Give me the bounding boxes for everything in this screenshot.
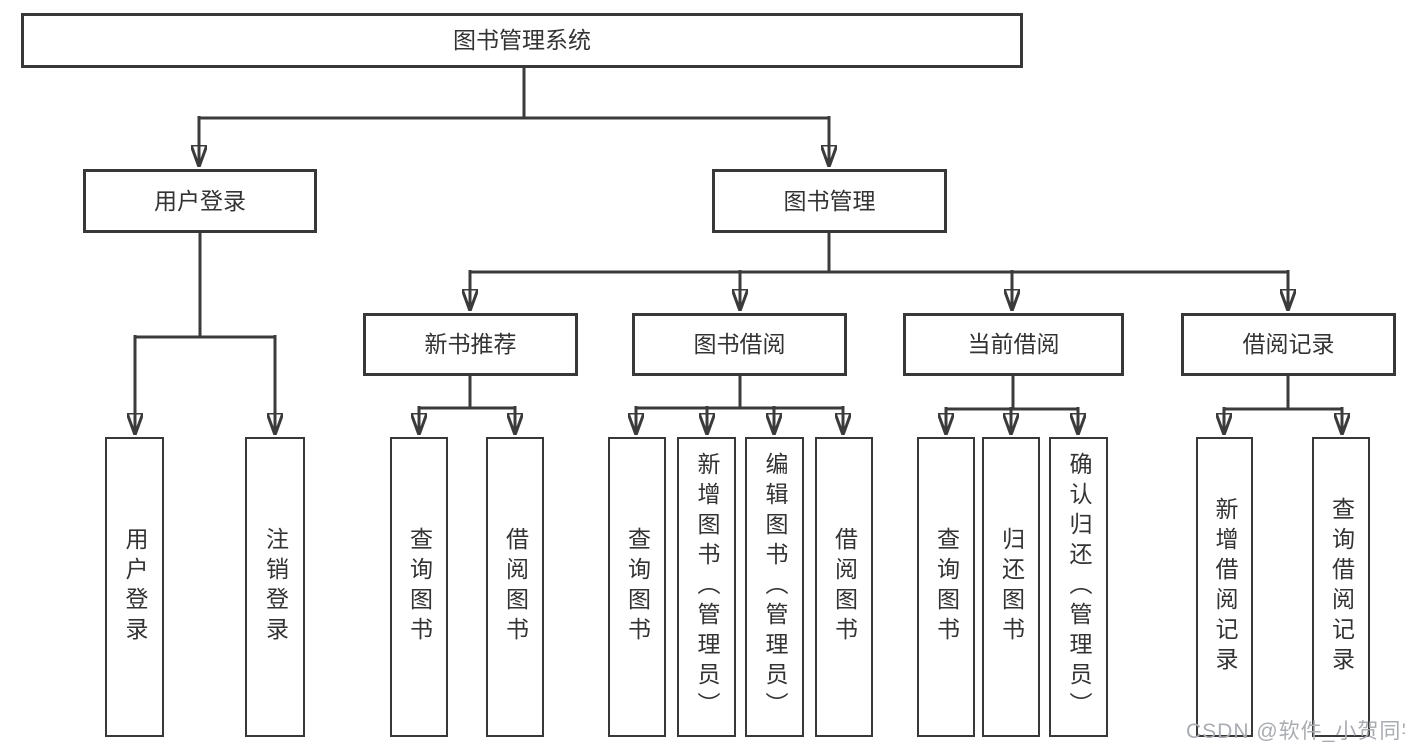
leaf-bb-add-book-admin-label: 新增图书（管理员） — [694, 452, 720, 722]
node-user-login: 用户登录 — [83, 169, 317, 233]
node-new-book-recommend: 新书推荐 — [363, 313, 578, 376]
node-root-label: 图书管理系统 — [453, 27, 591, 53]
leaf-cb-confirm-return-admin-label: 确认归还（管理员） — [1066, 452, 1092, 722]
connector-new-book-to-leaves — [419, 375, 515, 435]
leaf-logout-label: 注销登录 — [262, 527, 289, 647]
node-current-borrow: 当前借阅 — [903, 313, 1124, 376]
node-book-mgmt-label: 图书管理 — [783, 187, 876, 214]
connector-book-borrow-to-leaves — [636, 375, 843, 435]
leaf-br-query-record-label: 查询借阅记录 — [1328, 497, 1355, 677]
leaf-bb-query-book-label: 查询图书 — [624, 527, 651, 647]
leaf-logout: 注销登录 — [245, 437, 305, 737]
leaf-cb-confirm-return-admin: 确认归还（管理员） — [1049, 437, 1108, 737]
leaf-user-login: 用户登录 — [105, 437, 164, 737]
leaf-bb-borrow-book: 借阅图书 — [815, 437, 873, 737]
node-book-borrow-label: 图书借阅 — [693, 331, 786, 357]
node-root: 图书管理系统 — [21, 13, 1023, 68]
node-book-borrow: 图书借阅 — [632, 313, 847, 376]
leaf-bb-add-book-admin: 新增图书（管理员） — [677, 437, 736, 737]
node-user-login-label: 用户登录 — [154, 187, 246, 214]
leaf-bb-borrow-book-label: 借阅图书 — [831, 527, 858, 647]
leaf-bb-edit-book-admin-label: 编辑图书（管理员） — [762, 452, 788, 722]
watermark: CSDN @软件_小贺同学 — [1186, 720, 1405, 743]
node-new-book-recommend-label: 新书推荐 — [424, 331, 517, 357]
leaf-nb-query-book-label: 查询图书 — [406, 527, 433, 647]
leaf-br-add-record-label: 新增借阅记录 — [1212, 497, 1238, 677]
leaf-nb-borrow-book-label: 借阅图书 — [502, 527, 529, 647]
connector-borrow-record-to-leaves — [1224, 375, 1342, 435]
connector-user-login-to-leaves — [135, 231, 275, 435]
leaf-cb-return-book-label: 归还图书 — [998, 527, 1025, 647]
leaf-cb-return-book: 归还图书 — [982, 437, 1040, 737]
leaf-br-add-record: 新增借阅记录 — [1196, 437, 1253, 737]
connector-current-borrow-to-leaves — [946, 376, 1078, 435]
connector-root-to-branches — [199, 66, 829, 167]
node-borrow-record: 借阅记录 — [1181, 313, 1396, 376]
leaf-bb-edit-book-admin: 编辑图书（管理员） — [745, 437, 804, 737]
leaf-cb-query-book-label: 查询图书 — [933, 527, 960, 647]
node-current-borrow-label: 当前借阅 — [967, 331, 1060, 357]
connector-book-mgmt-to-sections — [470, 232, 1288, 311]
leaf-cb-query-book: 查询图书 — [917, 437, 975, 737]
leaf-nb-borrow-book: 借阅图书 — [486, 437, 544, 737]
node-borrow-record-label: 借阅记录 — [1242, 331, 1335, 357]
leaf-bb-query-book: 查询图书 — [608, 437, 666, 737]
node-book-mgmt: 图书管理 — [712, 169, 947, 233]
leaf-nb-query-book: 查询图书 — [390, 437, 448, 737]
leaf-br-query-record: 查询借阅记录 — [1312, 437, 1370, 737]
leaf-user-login-label: 用户登录 — [122, 527, 148, 647]
